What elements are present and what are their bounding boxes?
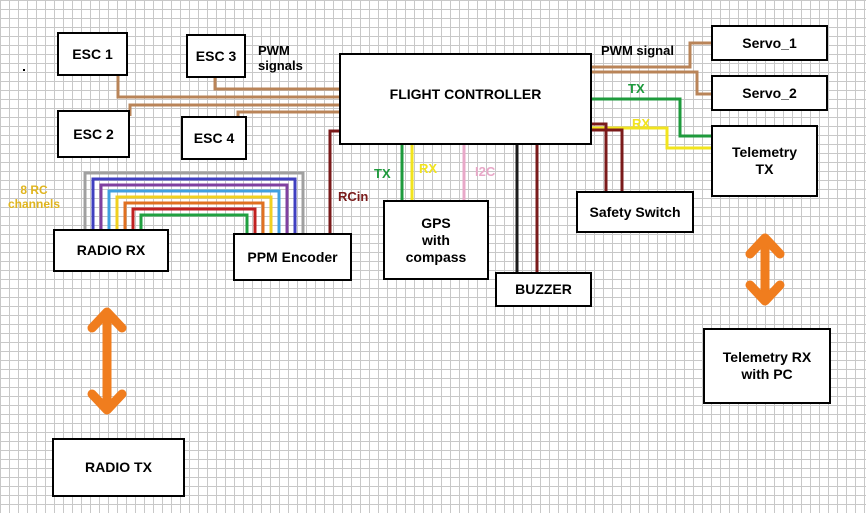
ppm-encoder-box: PPM Encoder: [233, 233, 352, 281]
servo-pwm-wires: [592, 41, 711, 96]
rcin-wire: [328, 129, 339, 233]
esc2-label: ESC 2: [73, 125, 114, 142]
servo1-pwm-wire: [592, 41, 711, 69]
rc-channel-wire-6: [123, 201, 265, 233]
radio-rx-box: RADIO RX: [53, 229, 169, 272]
buzzer-box: BUZZER: [495, 272, 592, 307]
esc3-pwm-wire: [213, 78, 339, 91]
servo1-label: Servo_1: [742, 34, 797, 51]
rc-channels-label: 8 RC channels: [8, 183, 61, 211]
rc-channel-wire-5: [115, 195, 273, 233]
ppm-encoder-label: PPM Encoder: [247, 248, 338, 265]
gps-label: GPS with compass: [405, 214, 467, 265]
pwm-signals-label: PWM signals: [258, 43, 303, 73]
rcin-label: RCin: [338, 189, 369, 204]
buzzer-label: BUZZER: [515, 281, 572, 297]
esc4-pwm-wire: [236, 110, 339, 116]
radio-rx-label: RADIO RX: [76, 242, 146, 258]
servo1-box: Servo_1: [711, 25, 828, 61]
rc-channel-wires: [83, 171, 305, 233]
esc2-pwm-wire: [128, 103, 339, 116]
safety-switch-box: Safety Switch: [576, 191, 694, 233]
esc3-box: ESC 3: [186, 34, 246, 78]
esc3-label: ESC 3: [195, 47, 237, 64]
telemetry-rx-wire-label: RX: [632, 116, 651, 131]
radio-tx-box: RADIO TX: [52, 438, 185, 497]
link-arrows: [87, 233, 785, 415]
safety-wire-b: [592, 128, 624, 191]
radio-tx-label: RADIO TX: [85, 459, 152, 475]
safety-switch-label: Safety Switch: [589, 203, 681, 220]
gps-rx-label: RX: [419, 161, 438, 176]
esc-pwm-wires: [116, 76, 339, 116]
telemetry-tx-wire: [592, 97, 711, 138]
flight-controller-label: FLIGHT CONTROLLER: [389, 86, 542, 102]
esc4-label: ESC 4: [193, 129, 235, 146]
telemetry-tx-wire-label: TX: [628, 81, 645, 96]
telemetry-rx-box: Telemetry RX with PC: [703, 328, 831, 404]
rc-channel-wire-7: [131, 207, 257, 233]
esc4-box: ESC 4: [181, 116, 247, 160]
telemetry-tx-label: Telemetry TX: [731, 144, 798, 177]
fc-peripheral-wires: [328, 122, 624, 272]
esc1-box: ESC 1: [57, 32, 128, 76]
esc1-pwm-wire: [116, 76, 339, 99]
esc2-box: ESC 2: [57, 110, 130, 158]
telemetry-link-arrow: [745, 233, 785, 306]
servo2-pwm-wire: [592, 70, 711, 96]
telemetry-tx-box: Telemetry TX: [711, 125, 818, 197]
pwm-signal-label: PWM signal: [601, 43, 674, 58]
rc-channel-wire-2: [91, 177, 297, 233]
telemetry-wires: [592, 97, 711, 150]
gps-tx-label: TX: [374, 166, 391, 181]
servo2-label: Servo_2: [742, 84, 797, 101]
rc-channel-wire-1: [83, 171, 305, 233]
telemetry-rx-wire: [592, 126, 711, 150]
gps-box: GPS with compass: [383, 200, 489, 280]
safety-wire-a: [592, 122, 608, 191]
rc-channel-wire-3: [99, 183, 289, 233]
telemetry-rx-label: Telemetry RX with PC: [722, 349, 812, 382]
flight-controller-box: FLIGHT CONTROLLER: [339, 53, 592, 145]
rc-channel-wire-4: [107, 189, 281, 233]
stray-dot: [23, 69, 25, 71]
gps-i2c-label: I2C: [475, 164, 496, 179]
servo2-box: Servo_2: [711, 75, 828, 111]
esc1-label: ESC 1: [72, 45, 113, 62]
radio-link-arrow: [87, 307, 127, 415]
rc-channel-wire-8: [139, 213, 249, 233]
